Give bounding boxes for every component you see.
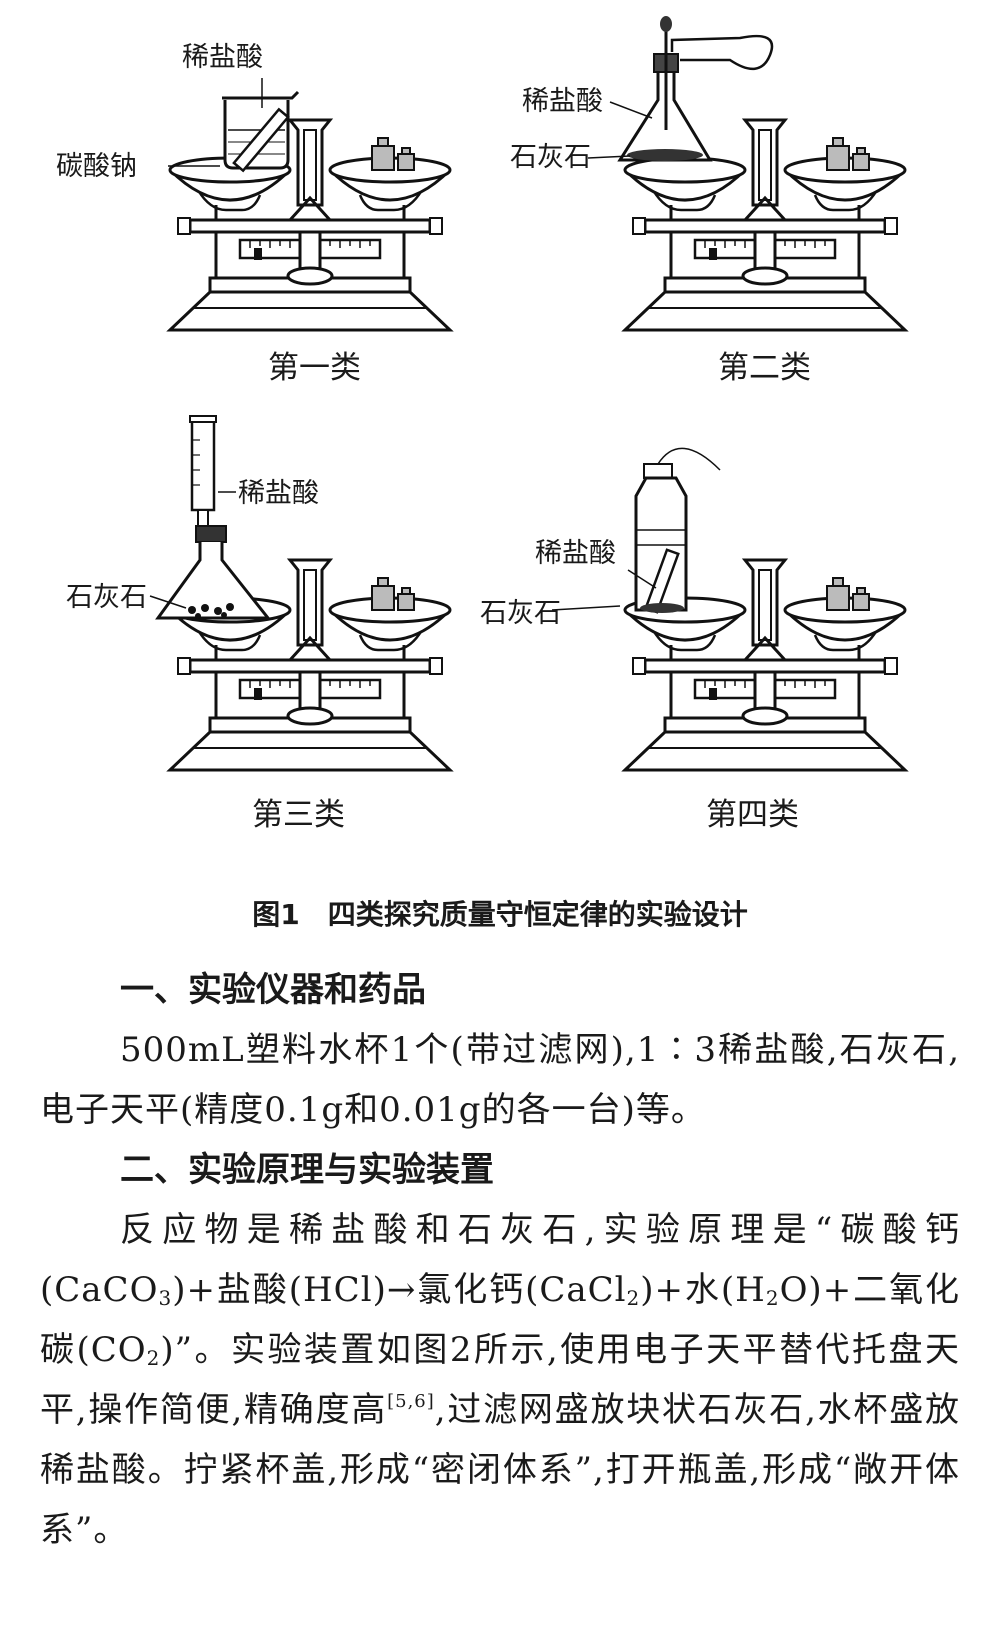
paragraph-2: 反应物是稀盐酸和石灰石,实验原理是“碳酸钙(CaCO3)+盐酸(HCl)→氯化钙… <box>40 1210 961 1550</box>
figure-caption: 图1 四类探究质量守恒定律的实验设计 <box>0 893 1000 933</box>
paragraph-1: 500mL塑料水杯1个(带过滤网),1∶3稀盐酸,石灰石,电子天平(精度0.1g… <box>40 1030 960 1130</box>
figure-title: 四类探究质量守恒定律的实验设计 <box>327 898 748 931</box>
figure-panel-3: 稀盐酸 石灰石 第三类 <box>30 410 490 833</box>
label-limestone: 石灰石 <box>510 142 591 173</box>
label-limestone: 石灰石 <box>480 598 561 629</box>
section-heading-2: 二、实验原理与实验装置 <box>120 1150 494 1190</box>
label-dilute-hcl: 稀盐酸 <box>522 86 603 117</box>
figure-panel-4: 稀盐酸 石灰石 第四类 <box>480 410 940 833</box>
label-limestone: 石灰石 <box>66 582 147 613</box>
section-heading-1: 一、实验仪器和药品 <box>120 970 426 1010</box>
citation-ref[interactable]: [5,6] <box>387 1391 435 1412</box>
panel-caption: 第四类 <box>706 797 799 833</box>
article-body: 一、实验仪器和药品 500mL塑料水杯1个(带过滤网),1∶3稀盐酸,石灰石,电… <box>40 960 960 1560</box>
label-dilute-hcl: 稀盐酸 <box>535 538 616 569</box>
label-dilute-hcl: 稀盐酸 <box>238 478 319 509</box>
figure-number: 图1 <box>252 898 300 931</box>
panel-caption: 第一类 <box>268 350 361 386</box>
label-sodium-carbonate: 碳酸钠 <box>56 151 137 182</box>
panel-caption: 第二类 <box>718 350 811 386</box>
panel-caption: 第三类 <box>252 797 345 833</box>
label-dilute-hcl: 稀盐酸 <box>182 42 263 73</box>
figure-panel-1: 稀盐酸 碳酸钠 第一类 <box>30 10 490 430</box>
figure-panel-2: 稀盐酸 石灰石 第二类 <box>480 10 940 430</box>
